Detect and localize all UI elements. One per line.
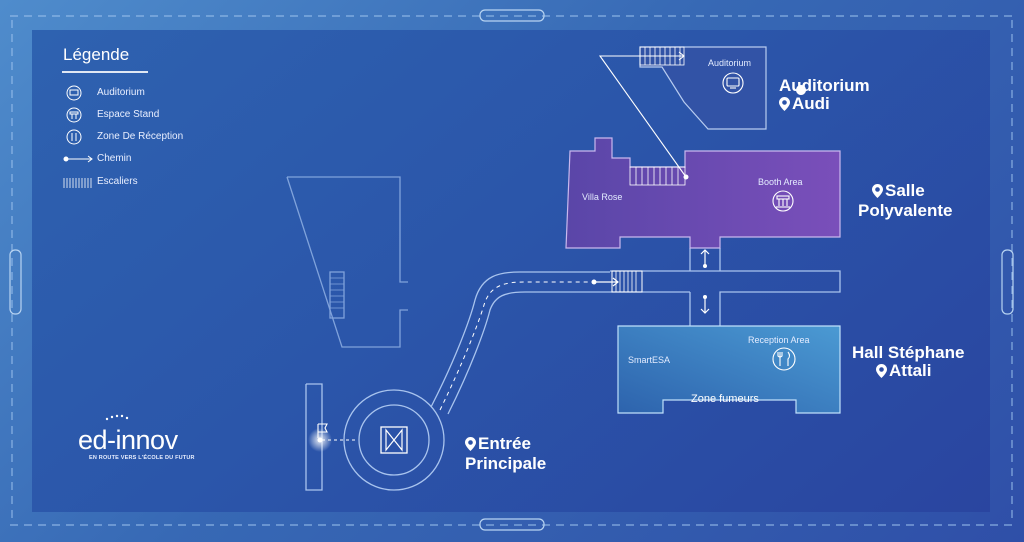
zone-label-salle: Salle Polyvalente xyxy=(858,182,953,220)
path-to-auditorium xyxy=(598,51,687,178)
legend-item-reception: Zone De Réception xyxy=(97,131,184,142)
zone-auditorium-line1: Auditorium xyxy=(779,76,870,95)
entrance-structure xyxy=(305,383,445,491)
zone-hall-line2-text: Attali xyxy=(889,361,932,380)
path-arrow-corridor xyxy=(594,277,619,287)
legend-title: Légende xyxy=(63,45,130,64)
legend-item-chemin: Chemin xyxy=(97,153,132,164)
room-label-reception-area: Reception Area xyxy=(748,335,810,345)
zone-auditorium-line2: Audi xyxy=(779,95,870,115)
room-label-villa-rose: Villa Rose xyxy=(582,192,623,202)
room-label-booth-area: Booth Area xyxy=(758,177,803,187)
arrow-down-icon xyxy=(700,298,710,314)
stairs-icon xyxy=(63,178,92,188)
map-pin-icon xyxy=(876,364,887,382)
zone-entree-line1: Entrée xyxy=(465,435,546,455)
legend-item-escaliers: Escaliers xyxy=(97,176,138,187)
room-label-auditorium: Auditorium xyxy=(708,58,752,68)
left-building xyxy=(286,176,408,348)
room-label-zone-fumeurs: Zone fumeurs xyxy=(691,393,759,405)
door-icon xyxy=(380,426,408,454)
zone-hall-line1: Hall Stéphane xyxy=(852,343,965,362)
zone-auditorium-line2-text: Audi xyxy=(792,94,830,113)
frame-pencil-icon xyxy=(9,9,1014,531)
reception-icon xyxy=(66,129,82,145)
brand-tagline: EN ROUTE VERS L'ÉCOLE DU FUTUR xyxy=(89,455,195,461)
salle-polyvalente-room xyxy=(565,137,841,249)
zone-salle-line1: Salle xyxy=(872,182,953,202)
auditorium-room-icon xyxy=(722,72,744,94)
arrow-up-icon xyxy=(700,249,710,265)
path-arrow-icon xyxy=(63,155,93,163)
walking-path xyxy=(322,271,610,441)
legend-item-stand: Espace Stand xyxy=(97,109,160,120)
auditorium-icon xyxy=(66,85,82,101)
stairs-corridor-steps xyxy=(615,271,637,292)
zone-entree-line2: Principale xyxy=(465,454,547,473)
zone-label-hall: Hall Stéphane Attali xyxy=(852,344,964,382)
zone-label-entree: Entrée Principale xyxy=(465,435,546,473)
zone-salle-line1-text: Salle xyxy=(885,181,925,200)
legend-divider xyxy=(62,71,148,73)
reception-room-icon xyxy=(772,347,796,371)
zone-hall-line2: Attali xyxy=(876,362,964,382)
map-pin-icon xyxy=(779,97,790,115)
zone-entree-line1-text: Entrée xyxy=(478,434,531,453)
brand-logo: ed-innov xyxy=(78,425,178,455)
map-pin-icon xyxy=(872,184,883,202)
flag-icon xyxy=(317,423,328,438)
auditorium-room xyxy=(639,46,767,130)
zone-salle-line2: Polyvalente xyxy=(858,201,953,220)
zone-label-auditorium: Auditorium Audi xyxy=(779,77,870,115)
map-pin-icon xyxy=(796,85,807,95)
start-point xyxy=(317,437,323,443)
legend-item-auditorium: Auditorium xyxy=(97,87,145,98)
booth-stand-icon xyxy=(772,190,794,212)
map-pin-icon xyxy=(465,437,476,455)
room-label-smartesa: SmartESA xyxy=(628,355,671,365)
brand-dots xyxy=(105,414,129,421)
corridor xyxy=(610,248,841,326)
stand-icon xyxy=(66,107,82,123)
